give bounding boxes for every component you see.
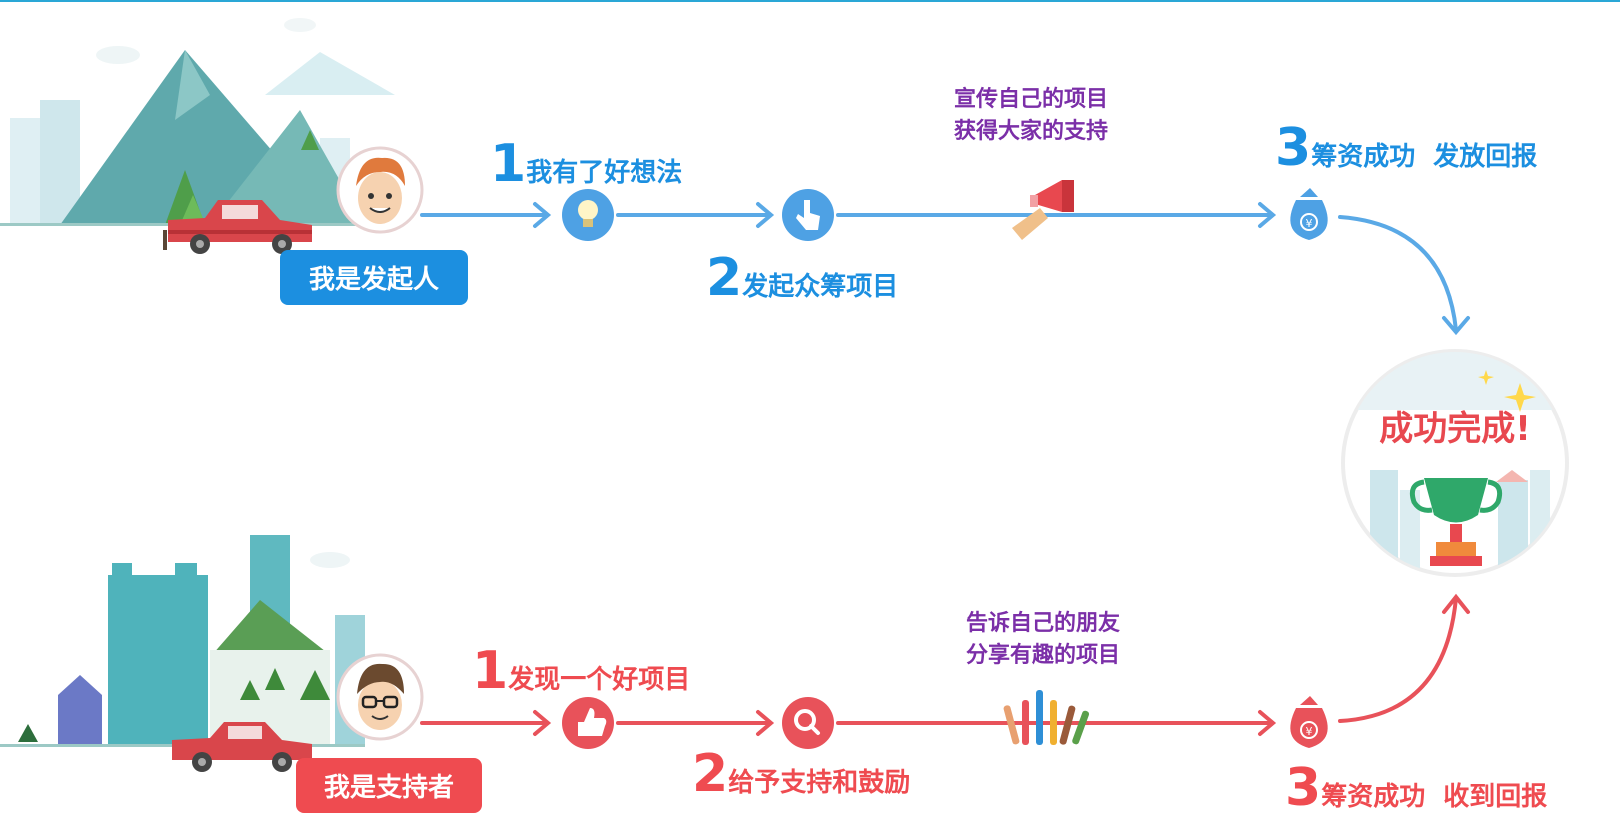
svg-text:¥: ¥ — [1306, 217, 1313, 230]
money-bag-icon: ¥ — [1290, 188, 1328, 240]
magnifier-icon — [782, 697, 834, 749]
initiator-step-1-label: 1我有了好想法 — [490, 134, 683, 194]
money-bag-icon: ¥ — [1290, 696, 1328, 748]
initiator-flow-line — [420, 202, 1470, 336]
raised-hands-icon — [1003, 690, 1090, 745]
initiator-step-2-label: 2发起众筹项目 — [706, 248, 899, 308]
supporter-step-3-label: 3筹资成功 收到回报 — [1285, 758, 1548, 818]
city-scene-illustration — [0, 535, 365, 772]
megaphone-icon — [1012, 180, 1074, 240]
thumbs-up-icon — [562, 697, 614, 749]
supporter-step-2-label: 2给予支持和鼓励 — [692, 744, 911, 804]
lightbulb-icon — [562, 189, 614, 241]
initiator-role-button[interactable]: 我是发起人 — [280, 250, 468, 305]
svg-text:¥: ¥ — [1306, 725, 1313, 738]
supporter-step-1-label: 1发现一个好项目 — [472, 641, 691, 701]
pointing-hand-icon — [782, 189, 834, 241]
initiator-avatar — [336, 146, 424, 234]
initiator-step-3-label: 3筹资成功 发放回报 — [1275, 118, 1538, 178]
mountain-scene-illustration — [0, 18, 395, 254]
success-badge-text: 成功完成! — [1379, 409, 1531, 449]
success-badge — [1341, 349, 1569, 577]
supporter-avatar — [336, 653, 424, 741]
trophy-icon — [1409, 478, 1503, 566]
supporter-share-note: 告诉自己的朋友 分享有趣的项目 — [965, 611, 1120, 668]
initiator-promotion-note: 宣传自己的项目 获得大家的支持 — [953, 87, 1108, 144]
top-rule — [0, 0, 1620, 2]
supporter-role-button[interactable]: 我是支持者 — [296, 758, 482, 813]
